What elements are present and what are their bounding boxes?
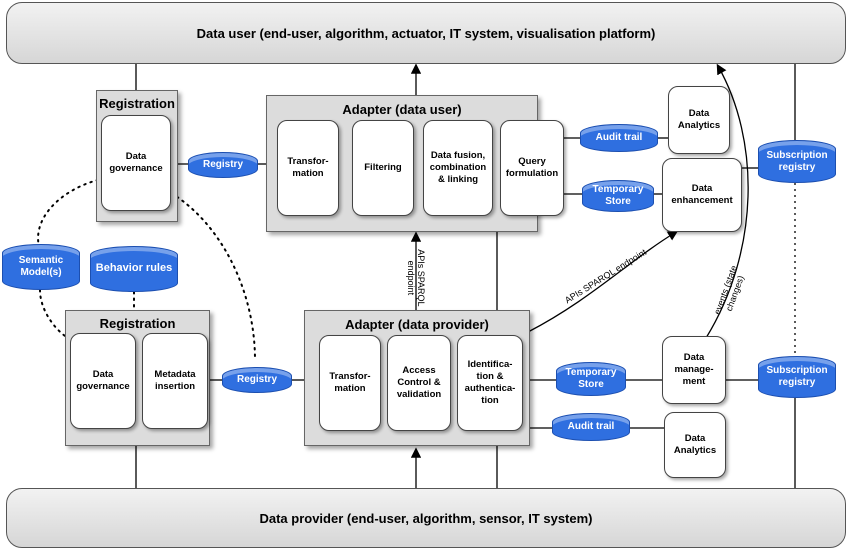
data-analytics-bottom: Data Analytics xyxy=(664,412,726,478)
temp-store-top-cylinder: Temporary Store xyxy=(582,180,654,212)
transformation-provider: Transfor-mation xyxy=(319,335,381,431)
data-governance-top: Data governance xyxy=(101,115,171,211)
query-formulation: Query formulation xyxy=(500,120,564,216)
transformation-user: Transfor-mation xyxy=(277,120,339,216)
data-user-bar: Data user (end-user, algorithm, actuator… xyxy=(6,2,846,64)
registration-top-panel: Registration Data governance xyxy=(96,90,178,222)
filtering: Filtering xyxy=(352,120,414,216)
data-governance-bottom: Data governance xyxy=(70,333,136,429)
semantic-model-cylinder: Semantic Model(s) xyxy=(2,244,80,290)
adapter-provider-panel: Adapter (data provider) Transfor-mation … xyxy=(304,310,530,446)
data-provider-bar: Data provider (end-user, algorithm, sens… xyxy=(6,488,846,548)
registry-bottom-cylinder: Registry xyxy=(222,367,292,393)
data-management: Data manage-ment xyxy=(662,336,726,404)
subscription-registry-bottom: Subscription registry xyxy=(758,356,836,398)
audit-trail-top-cylinder: Audit trail xyxy=(580,124,658,152)
subscription-registry-top: Subscription registry xyxy=(758,140,836,183)
data-analytics-top: Data Analytics xyxy=(668,86,730,154)
registration-top-title: Registration xyxy=(99,96,175,111)
adapter-user-title: Adapter (data user) xyxy=(342,102,462,117)
audit-trail-bottom-cylinder: Audit trail xyxy=(552,413,630,441)
data-enhancement: Data enhancement xyxy=(662,158,742,232)
adapter-user-panel: Adapter (data user) Transfor-mation Filt… xyxy=(266,95,564,232)
registration-bottom-panel: Registration Data governance Metadata in… xyxy=(65,310,210,446)
registration-bottom-title: Registration xyxy=(99,316,176,331)
registry-top-cylinder: Registry xyxy=(188,152,258,178)
adapter-provider-title: Adapter (data provider) xyxy=(345,317,489,332)
behavior-rules-cylinder: Behavior rules xyxy=(90,246,178,292)
access-control: Access Control & validation xyxy=(387,335,451,431)
data-user-label: Data user (end-user, algorithm, actuator… xyxy=(196,25,656,41)
data-provider-label: Data provider (end-user, algorithm, sens… xyxy=(259,510,593,526)
apis-vertical-label: APIs SPARQL endpoint xyxy=(406,249,426,307)
temp-store-bottom-cylinder: Temporary Store xyxy=(556,362,626,396)
identification: Identifica-tion & authentica-tion xyxy=(457,335,523,431)
data-fusion: Data fusion, combination & linking xyxy=(423,120,493,216)
metadata-insertion: Metadata insertion xyxy=(142,333,208,429)
